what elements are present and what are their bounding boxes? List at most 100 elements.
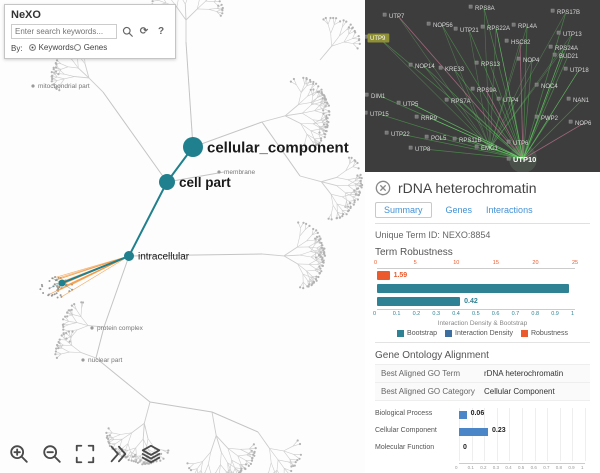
axis-tick: 0.3 (492, 465, 500, 470)
term-label[interactable]: cell part (179, 175, 231, 190)
search-by-genes[interactable]: Genes (73, 43, 108, 52)
gene-node-NAN1[interactable]: NAN1 (573, 98, 590, 104)
term-node-intracellular[interactable] (124, 251, 134, 261)
axis-tick: 0.1 (392, 311, 401, 317)
map-toolbar (5, 440, 165, 468)
legend-item: Robustness (520, 330, 568, 337)
axis-tick: 0.7 (511, 311, 520, 317)
gene-node-UTP21[interactable]: UTP21 (460, 28, 479, 34)
go-chart-bar (459, 411, 467, 419)
gene-node-RPS24A[interactable]: RPS24A (555, 46, 578, 52)
term-label[interactable]: cellular_component (207, 139, 349, 156)
gene-node-NOP4[interactable]: NOP4 (523, 58, 540, 64)
gene-node-RPS9A[interactable]: RPS9A (477, 88, 497, 94)
search-icon[interactable] (120, 25, 134, 39)
radio-icon[interactable] (73, 44, 81, 51)
go-chart-bar (459, 428, 488, 436)
gene-node-UTP13[interactable]: UTP13 (563, 32, 582, 38)
term-label-minor[interactable]: protein complex (97, 325, 144, 332)
expand-arrows-icon (110, 445, 127, 463)
gene-node-NOC4[interactable]: NOC4 (541, 84, 558, 90)
close-icon[interactable] (375, 180, 391, 196)
gene-node-PWP2[interactable]: PWP2 (541, 116, 559, 122)
gene-node-UTP15[interactable]: UTP15 (370, 112, 389, 118)
expand-arrows-button[interactable] (104, 440, 132, 468)
term-label-minor[interactable]: membrane (224, 169, 255, 176)
zoom-out-button[interactable] (38, 440, 66, 468)
robustness-axis-label: Interaction Density & Bootstrap (437, 320, 528, 327)
term-node-cluster[interactable] (58, 279, 66, 287)
radio-label: Genes (83, 43, 108, 52)
gene-node-POL5[interactable]: POL5 (431, 136, 447, 142)
zoom-in-button[interactable] (5, 440, 33, 468)
fit-screen-button[interactable] (71, 440, 99, 468)
axis-tick: 20 (532, 260, 539, 266)
gene-node-RRP9[interactable]: RRP9 (421, 116, 438, 122)
axis-tick: 0.7 (543, 465, 550, 470)
axis-tick: 0.5 (518, 465, 525, 470)
gene-node-KRE33[interactable]: KRE33 (445, 67, 465, 73)
bar-bootstrap (377, 284, 570, 293)
refresh-icon[interactable]: ⟳ (139, 26, 149, 37)
axis-tick: 1 (581, 465, 584, 470)
term-node-cell-part[interactable] (159, 174, 175, 190)
gene-node-HSC82[interactable]: HSC82 (511, 40, 531, 46)
gene-node-UTP8[interactable]: UTP8 (415, 147, 431, 153)
search-mode-radio-group: Keywords Genes (28, 43, 108, 53)
gene-node-RPS22A[interactable]: RPS22A (487, 26, 510, 32)
go-row-value: rDNA heterochromatin (484, 369, 564, 378)
legend-label: Robustness (530, 330, 568, 337)
gene-node-UTP7[interactable]: UTP7 (389, 14, 405, 20)
search-by-keywords[interactable]: Keywords (28, 43, 74, 52)
gene-node-UTP10[interactable]: UTP10 (513, 155, 536, 164)
gene-node-RPS13[interactable]: RPS13 (481, 62, 501, 68)
gene-node-RPL4A[interactable]: RPL4A (518, 24, 537, 30)
gene-node-UTP22[interactable]: UTP22 (391, 132, 410, 138)
gene-node-UTP9[interactable]: UTP9 (370, 36, 386, 42)
gene-node-DIM1[interactable]: DIM1 (371, 94, 386, 100)
go-row-label: Best Aligned GO Category (381, 387, 475, 396)
tab-genes[interactable]: Genes (445, 205, 473, 215)
gene-node-EMG1[interactable]: EMG1 (481, 146, 499, 152)
term-label-minor[interactable]: mitochondrial part (38, 83, 90, 90)
bar-value: 0.42 (464, 298, 478, 305)
tab-interactions[interactable]: Interactions (486, 205, 533, 215)
gene-node-NOP56[interactable]: NOP56 (433, 23, 453, 29)
term-label-minor[interactable]: nuclear part (88, 357, 123, 364)
gene-node-BUD21[interactable]: BUD21 (559, 54, 579, 60)
axis-tick: 0.9 (551, 311, 559, 317)
term-label[interactable]: intracellular (138, 252, 190, 263)
zoom-in-icon (10, 445, 28, 463)
gene-node-NOP6[interactable]: NOP6 (575, 121, 592, 127)
gene-node-RPS17B[interactable]: RPS17B (557, 10, 580, 16)
axis-tick: 0 (455, 465, 458, 470)
gene-node-RPS8A[interactable]: RPS8A (475, 6, 495, 12)
radio-icon[interactable] (28, 44, 36, 51)
bar-interaction-density (377, 297, 461, 306)
gene-node-RPS11B[interactable]: RPS11B (459, 138, 482, 144)
tab-summary[interactable]: Summary (375, 202, 432, 218)
gene-node-UTP18[interactable]: UTP18 (570, 68, 589, 74)
help-icon[interactable]: ? (157, 26, 165, 37)
gene-node-NOP14[interactable]: NOP14 (415, 64, 435, 70)
search-input[interactable] (11, 24, 117, 39)
term-node-cellular-component[interactable] (183, 137, 203, 157)
legend-item: Interaction Density (445, 330, 513, 337)
axis-tick: 0.2 (480, 465, 487, 470)
gene-node-UTP4[interactable]: UTP4 (503, 98, 519, 104)
axis-tick: 1 (571, 311, 575, 317)
gene-node-UTP5[interactable]: UTP5 (403, 102, 419, 108)
gene-node-UTP6[interactable]: UTP6 (513, 141, 529, 147)
layers-button[interactable] (137, 440, 165, 468)
axis-tick: 0 (374, 260, 378, 266)
gene-node-RPS7A[interactable]: RPS7A (451, 99, 471, 105)
axis-tick: 0.4 (452, 311, 460, 317)
go-chart-category: Biological Process (375, 410, 433, 417)
